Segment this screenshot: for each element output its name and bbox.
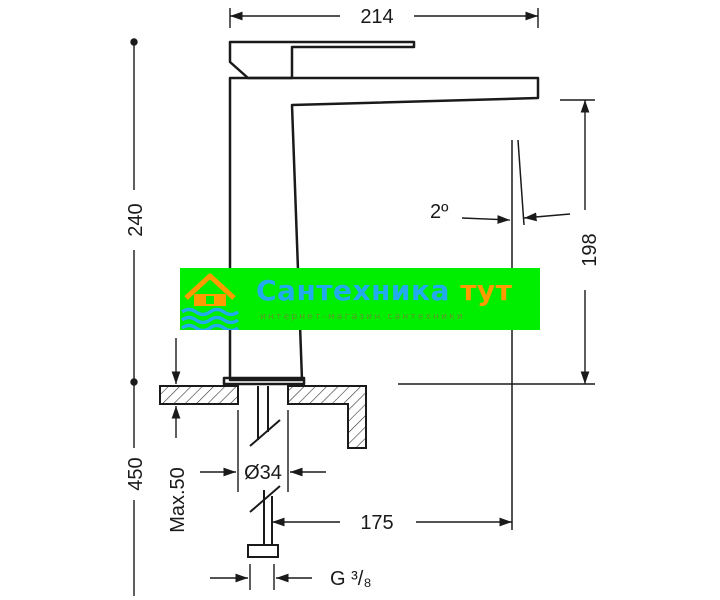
- dim-label-max50: Max.50: [167, 467, 189, 533]
- dim-label-diameter: Ø34: [244, 462, 282, 484]
- countertop-section: [159, 385, 367, 449]
- dim-label-240: 240: [125, 203, 147, 236]
- watermark-title: Сантехника тут: [256, 274, 512, 307]
- water-stream: [511, 139, 525, 530]
- dim-total-width: [229, 8, 539, 28]
- dim-label-175: 175: [360, 512, 393, 534]
- dim-label-450: 450: [125, 457, 147, 490]
- dim-angle: [461, 212, 571, 224]
- watermark-title-main: Сантехника: [256, 274, 450, 307]
- dim-label-thread: G ³/₈: [330, 568, 372, 590]
- dim-hole-diameter: [200, 410, 326, 492]
- supply-pipe: [247, 386, 281, 558]
- house-waves-icon: [180, 273, 240, 330]
- lever-handle: [228, 40, 416, 80]
- faucet-body: [228, 76, 540, 382]
- base-ring: [222, 376, 306, 386]
- dim-label-angle: 2º: [430, 201, 449, 223]
- watermark-title-accent: тут: [460, 274, 513, 307]
- watermark-banner: Сантехника тут интернет-магазин сантехни…: [180, 268, 540, 330]
- watermark-subtitle: интернет-магазин сантехники: [260, 312, 465, 322]
- dim-label-214: 214: [360, 6, 393, 28]
- faucet-outline: [222, 40, 540, 386]
- dim-thread: [210, 564, 312, 590]
- dim-label-198: 198: [579, 233, 601, 266]
- dim-spout-height: [398, 99, 595, 385]
